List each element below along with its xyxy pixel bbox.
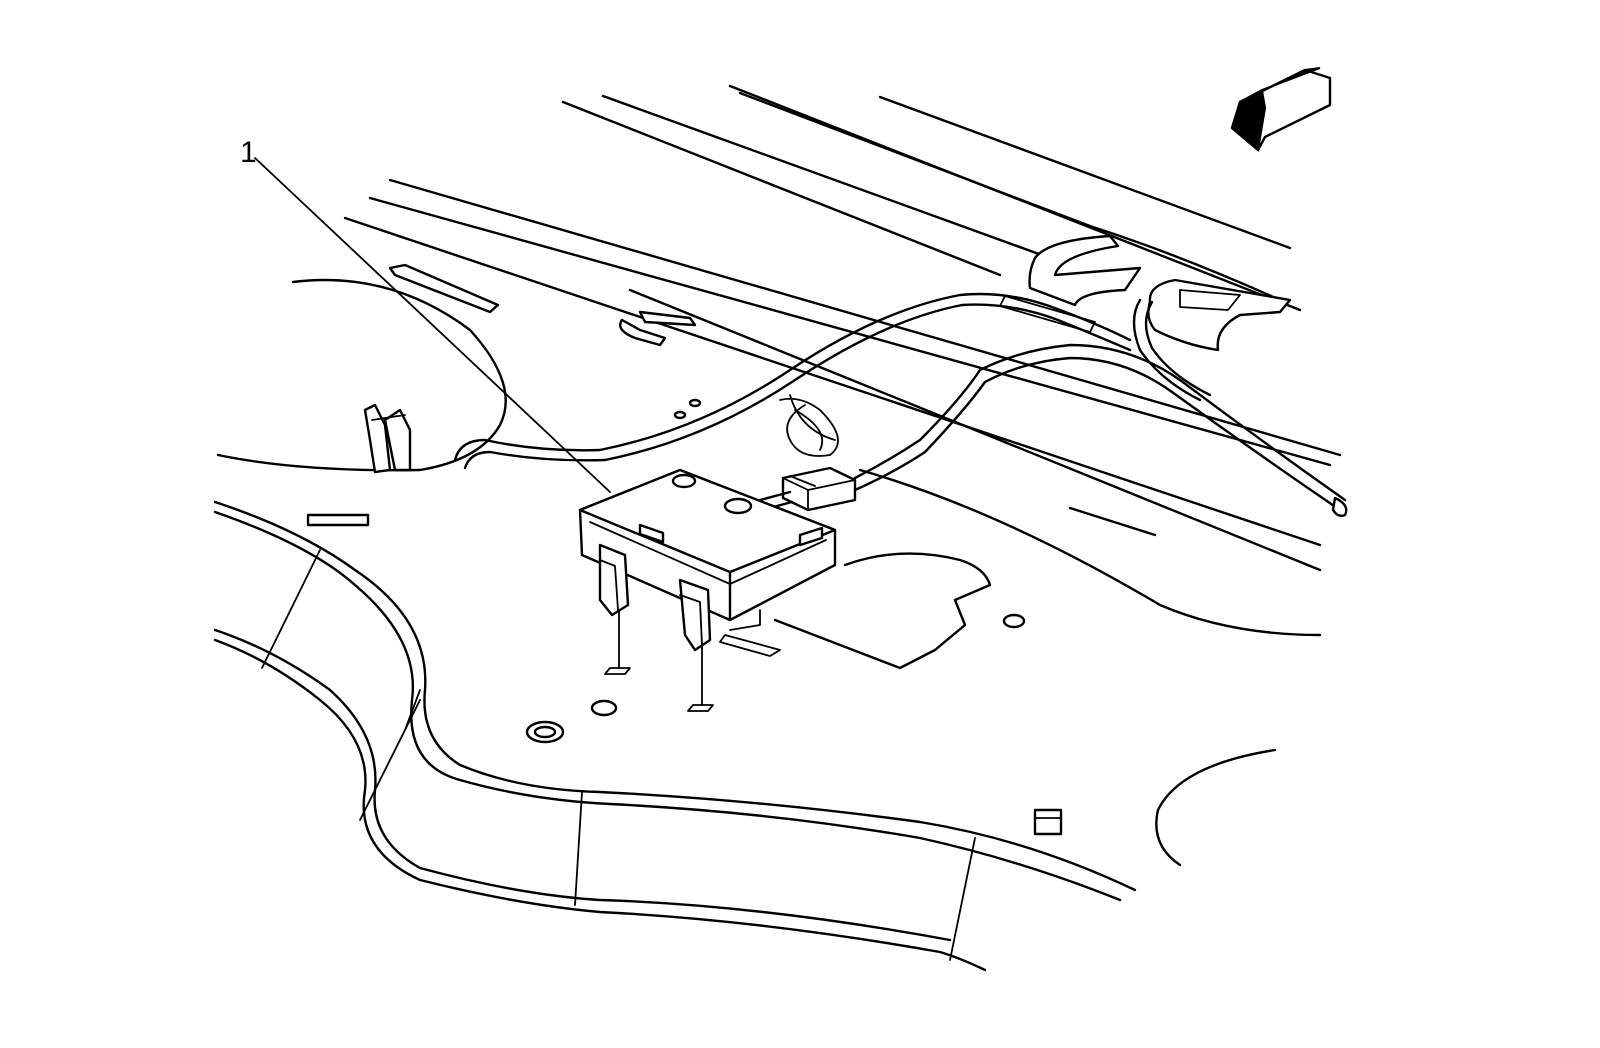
callout-1: 1 (240, 136, 611, 493)
floor-panel-lines (343, 178, 1342, 637)
module-component-1 (578, 468, 837, 657)
wire-harness (453, 292, 1348, 518)
harness-connector (758, 466, 857, 512)
callout-1-label: 1 (240, 136, 257, 169)
floor-holes (525, 398, 1026, 744)
cable-bracket (1028, 234, 1292, 352)
floor-contour (213, 500, 1137, 972)
rear-panel-lines (561, 84, 1302, 312)
left-wheelhouse (216, 278, 507, 474)
floor-slots (306, 263, 1063, 836)
front-direction-arrow-icon (1230, 67, 1332, 152)
mounting-plate-outline (773, 552, 992, 670)
right-wheelhouse (1155, 748, 1277, 867)
install-guide-lines (604, 609, 714, 712)
